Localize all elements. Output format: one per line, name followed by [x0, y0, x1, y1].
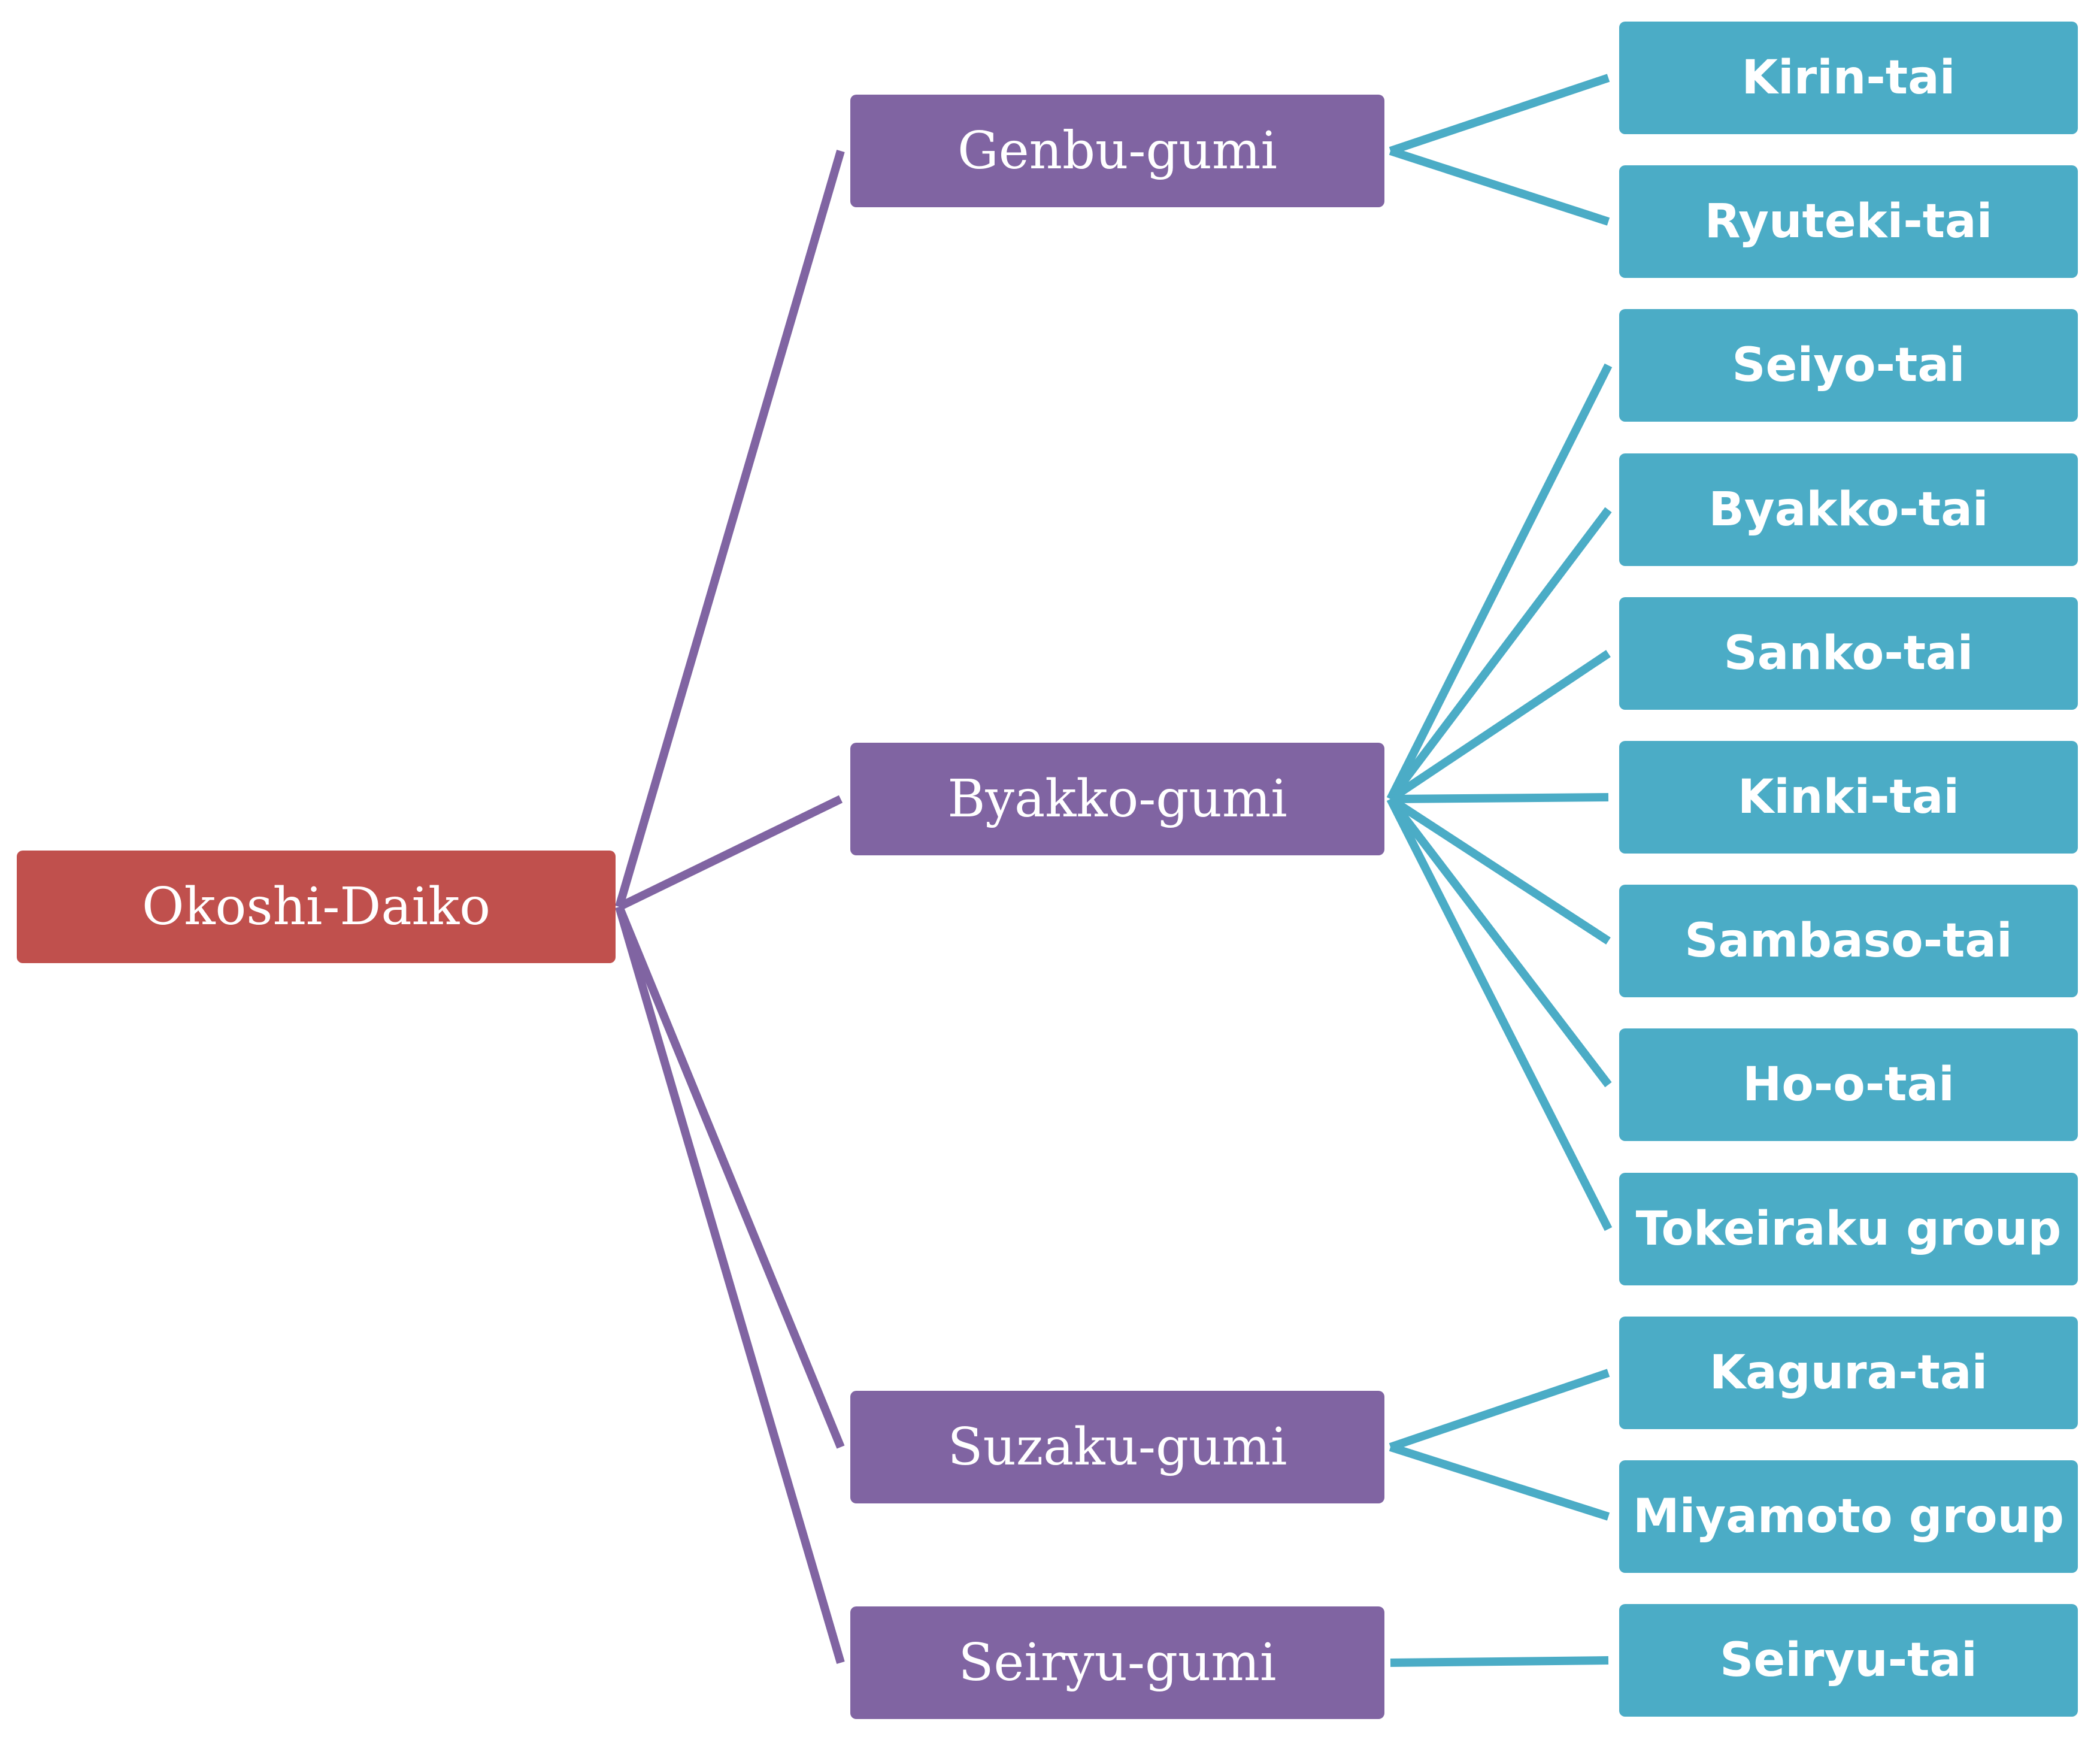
team-node-seiryu-tai: Seiryu-tai — [1619, 1604, 2078, 1717]
connector-byakko-gumi-to-byakko-tai — [1387, 507, 1612, 802]
group-node-seiryu-gumi: Seiryu-gumi — [850, 1606, 1384, 1719]
team-node-seiyo-tai: Seiyo-tai — [1619, 309, 2078, 422]
root-node-okoshi-daiko: Okoshi-Daiko — [17, 851, 616, 963]
team-node-ryuteki-tai: Ryuteki-tai — [1619, 165, 2078, 278]
team-node-sanko-tai: Sanko-tai — [1619, 597, 2078, 710]
connector-byakko-gumi-to-seiyo-tai — [1386, 363, 1613, 801]
team-node-kagura-tai: Kagura-tai — [1619, 1317, 2078, 1429]
team-node-miyamoto-group: Miyamoto group — [1619, 1460, 2078, 1573]
connector-root-to-genbu-gumi — [615, 150, 845, 908]
connector-root-to-byakko-gumi — [617, 795, 843, 911]
connector-byakko-gumi-to-ho-o-tai — [1387, 796, 1612, 1088]
connector-genbu-gumi-to-kirin-tai — [1389, 74, 1610, 155]
connector-byakko-gumi-to-sanko-tai — [1388, 650, 1611, 803]
connector-root-to-seiryu-gumi — [615, 906, 845, 1664]
team-node-sambaso-tai: Sambaso-tai — [1619, 885, 2078, 997]
connector-root-to-suzaku-gumi — [615, 905, 845, 1449]
connector-seiryu-gumi-to-seiryu-tai — [1390, 1656, 1609, 1667]
group-node-suzaku-gumi: Suzaku-gumi — [850, 1391, 1384, 1503]
team-node-kirin-tai: Kirin-tai — [1619, 22, 2078, 134]
connector-suzaku-gumi-to-miyamoto-group — [1389, 1443, 1610, 1521]
connector-byakko-gumi-to-kinki-tai — [1390, 793, 1609, 803]
group-node-byakko-gumi: Byakko-gumi — [850, 743, 1384, 855]
group-node-genbu-gumi: Genbu-gumi — [850, 95, 1384, 207]
connector-suzaku-gumi-to-kagura-tai — [1389, 1369, 1610, 1451]
team-node-ho-o-tai: Ho-o-tai — [1619, 1028, 2078, 1141]
connector-byakko-gumi-to-tokeiraku-group — [1386, 797, 1613, 1231]
connector-byakko-gumi-to-sambaso-tai — [1388, 795, 1611, 945]
team-node-byakko-tai: Byakko-tai — [1619, 453, 2078, 566]
team-node-tokeiraku-group: Tokeiraku group — [1619, 1173, 2078, 1285]
team-node-kinki-tai: Kinki-tai — [1619, 741, 2078, 854]
connector-genbu-gumi-to-ryuteki-tai — [1389, 147, 1610, 226]
